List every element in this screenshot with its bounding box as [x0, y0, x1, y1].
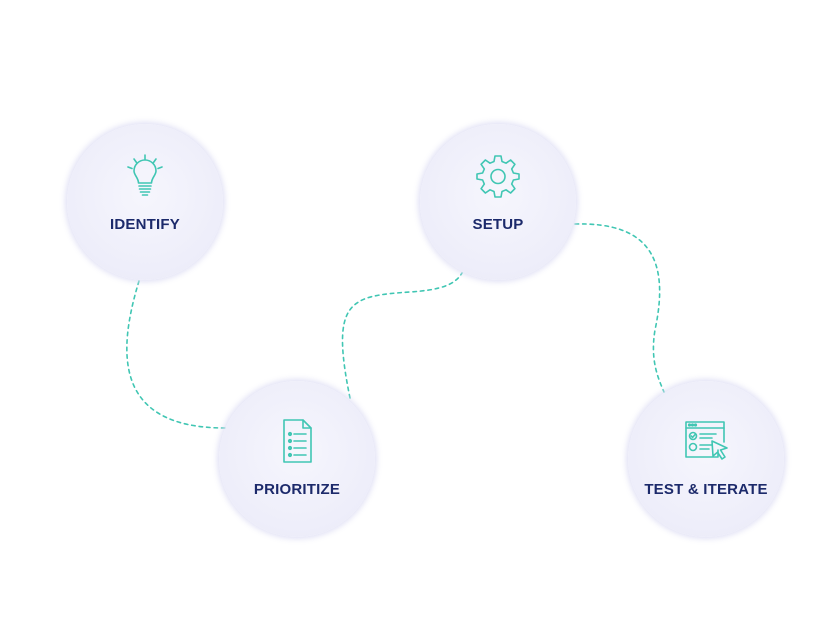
gear-icon [474, 152, 522, 200]
step-label-setup: SETUP [472, 216, 524, 233]
connector-identify-prioritize [126, 280, 226, 429]
lightbulb-icon [121, 152, 169, 200]
connector-setup-test [574, 223, 665, 393]
step-label-identify: IDENTIFY [110, 216, 180, 233]
step-label-test-iterate: TEST & ITERATE [644, 481, 768, 498]
step-identify: IDENTIFY [67, 124, 223, 280]
connector-prioritize-setup [341, 272, 463, 399]
step-label-prioritize: PRIORITIZE [253, 481, 341, 498]
step-prioritize: PRIORITIZE [219, 381, 375, 537]
browser-checklist-cursor-icon [682, 417, 730, 465]
document-checklist-icon [273, 417, 321, 465]
step-setup: SETUP [420, 124, 576, 280]
step-test-iterate: TEST & ITERATE [628, 381, 784, 537]
